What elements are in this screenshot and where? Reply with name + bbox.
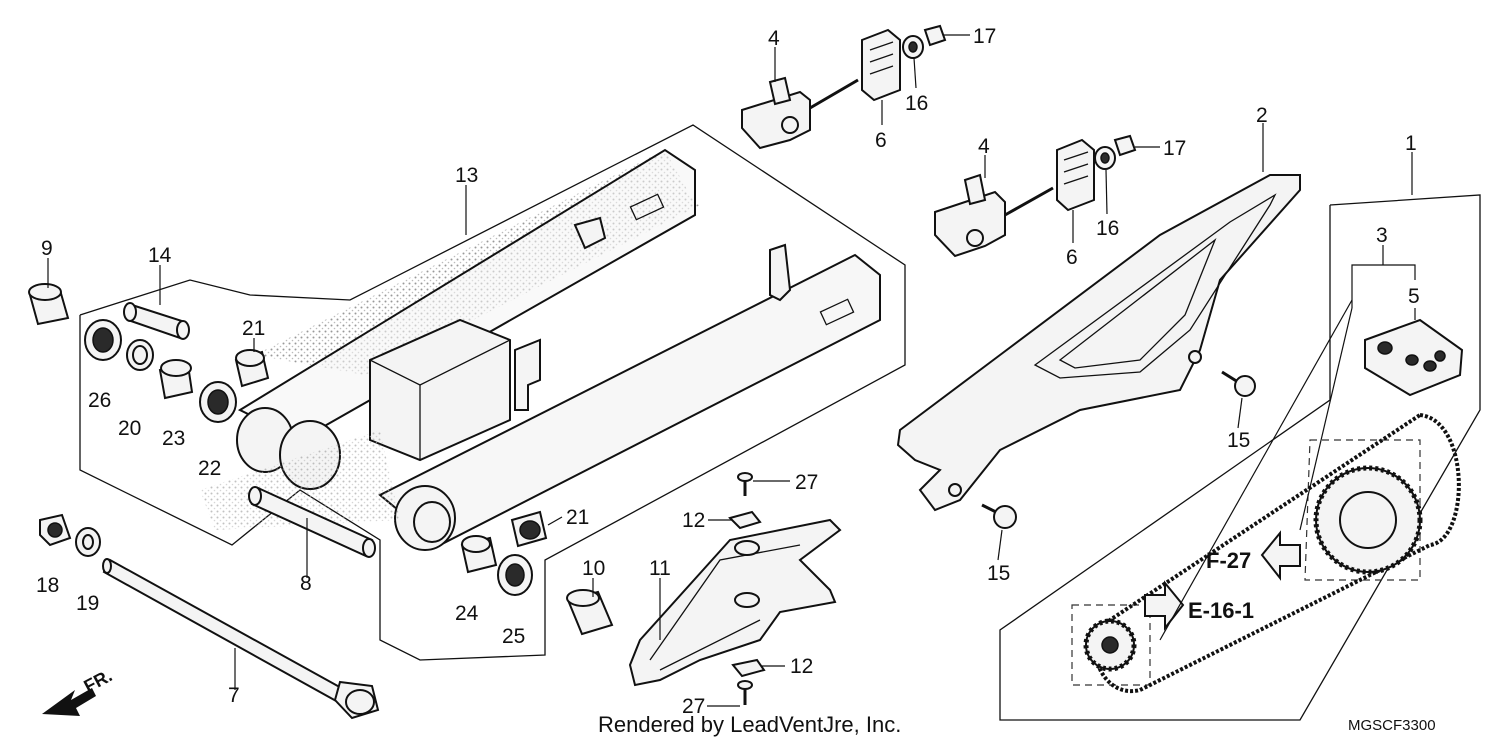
callout-24: 24	[455, 602, 479, 625]
callout-10: 10	[582, 557, 605, 580]
pivot-collar	[248, 486, 376, 558]
callout-17-top: 17	[973, 25, 996, 48]
callout-14: 14	[148, 244, 172, 267]
ref-label-e16: E-16-1	[1188, 598, 1254, 623]
callout-20: 20	[118, 417, 141, 440]
diagram-code: MGSCF3300	[1348, 717, 1436, 734]
callout-6-top: 6	[875, 129, 887, 152]
callout-8: 8	[300, 572, 312, 595]
callout-19: 19	[76, 592, 99, 615]
callout-7: 7	[228, 684, 240, 707]
callout-12-upper: 12	[682, 509, 705, 532]
callout-2: 2	[1256, 104, 1268, 127]
callout-12-lower: 12	[790, 655, 813, 678]
callout-3: 3	[1376, 224, 1388, 247]
pivot-bolt	[102, 558, 380, 720]
callout-5: 5	[1408, 285, 1420, 308]
leader-lines	[47, 34, 1416, 707]
callout-23: 23	[162, 427, 185, 450]
drive-chain-group	[999, 194, 1481, 721]
callout-4-top: 4	[768, 27, 780, 50]
callout-6-right: 6	[1066, 246, 1078, 269]
swingarm	[200, 148, 881, 551]
callout-27-lower: 27	[682, 695, 705, 718]
chain-slider	[628, 518, 842, 687]
chain-case	[896, 174, 1301, 512]
credit-text: Rendered by LeadVentJre, Inc.	[598, 712, 901, 737]
ref-label-f27: F-27	[1206, 548, 1251, 573]
callout-16-right: 16	[1096, 217, 1119, 240]
chain-adjuster-top	[741, 24, 947, 150]
chain-adjuster-right	[934, 134, 1137, 258]
callout-21-upper: 21	[242, 317, 265, 340]
bearings-and-collars	[28, 283, 614, 636]
callout-11: 11	[649, 557, 671, 580]
callout-15-lower: 15	[987, 562, 1010, 585]
callout-17-right: 17	[1163, 137, 1186, 160]
front-direction-indicator: FR.	[42, 665, 115, 716]
callout-4-right: 4	[978, 135, 990, 158]
callout-26: 26	[88, 389, 111, 412]
callout-13: 13	[455, 164, 478, 187]
callout-25: 25	[502, 625, 525, 648]
callout-27-upper: 27	[795, 471, 818, 494]
callout-9: 9	[41, 237, 53, 260]
callout-16-top: 16	[905, 92, 928, 115]
callout-22: 22	[198, 457, 221, 480]
callout-18: 18	[36, 574, 59, 597]
callout-numbers: 1 2 3 4 4 5 6 6 7 8 9 10 11 12 12 13 14 …	[36, 25, 1420, 718]
screws	[728, 370, 1256, 705]
callout-21-lower: 21	[566, 506, 589, 529]
callout-1: 1	[1405, 132, 1417, 155]
callout-15-upper: 15	[1227, 429, 1250, 452]
